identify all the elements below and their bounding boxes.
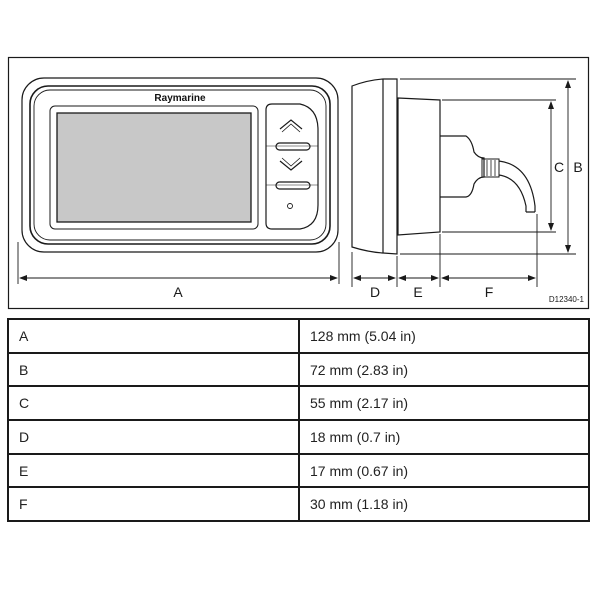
down-arrow-icon [279, 160, 303, 171]
dimension-D-E-F [351, 214, 538, 287]
select-upper-button [275, 142, 311, 151]
housing-body [397, 97, 441, 236]
dimension-key: B [7, 351, 300, 388]
side-view [351, 78, 536, 255]
dimension-value: 72 mm (2.83 in) [298, 351, 590, 388]
dimension-key: F [7, 486, 300, 523]
table-row: E 17 mm (0.67 in) [7, 452, 590, 489]
dimension-drawing: Raymarine A C B D E F [7, 56, 590, 310]
bezel-inner-2 [33, 89, 327, 241]
dimension-label-E: E [413, 284, 422, 300]
screen-frame [49, 105, 259, 230]
table-row: D 18 mm (0.7 in) [7, 419, 590, 455]
dimension-B-C [400, 78, 576, 255]
connector-boss [440, 135, 485, 198]
dimension-A [17, 242, 340, 284]
dimension-value: 17 mm (0.67 in) [298, 452, 590, 489]
dimension-label-A: A [173, 284, 183, 300]
lcd-screen [56, 112, 252, 223]
button-panel [265, 103, 319, 230]
bezel-inner-1 [29, 85, 331, 245]
drawing-reference-code: D12340-1 [549, 295, 585, 304]
up-arrow-icon [279, 119, 303, 130]
dimension-label-D: D [370, 284, 380, 300]
dimension-label-B: B [573, 159, 582, 175]
dimension-key: C [7, 385, 300, 422]
dimension-value: 30 mm (1.18 in) [298, 486, 590, 523]
bezel-outer [21, 77, 339, 253]
dimension-value: 18 mm (0.7 in) [298, 419, 590, 455]
dimension-label-F: F [485, 284, 494, 300]
table-row: A 128 mm (5.04 in) [7, 318, 590, 354]
dimension-value: 55 mm (2.17 in) [298, 385, 590, 422]
drawing-frame [7, 56, 590, 310]
cable [498, 160, 536, 213]
dimension-label-C: C [554, 159, 564, 175]
bezel-side [351, 78, 398, 255]
front-view [21, 77, 339, 253]
select-lower-button [275, 181, 311, 190]
table-row: F 30 mm (1.18 in) [7, 486, 590, 523]
table-row: C 55 mm (2.17 in) [7, 385, 590, 422]
dimension-key: E [7, 452, 300, 489]
dimension-key: A [7, 318, 300, 354]
dimension-key: D [7, 419, 300, 455]
dimensions-table: A 128 mm (5.04 in) B 72 mm (2.83 in) C 5… [7, 318, 590, 523]
dimension-value: 128 mm (5.04 in) [298, 318, 590, 354]
table-row: B 72 mm (2.83 in) [7, 351, 590, 388]
indicator-dot-icon [287, 203, 293, 209]
cable-gland [481, 158, 500, 178]
brand-logo: Raymarine [154, 93, 206, 104]
